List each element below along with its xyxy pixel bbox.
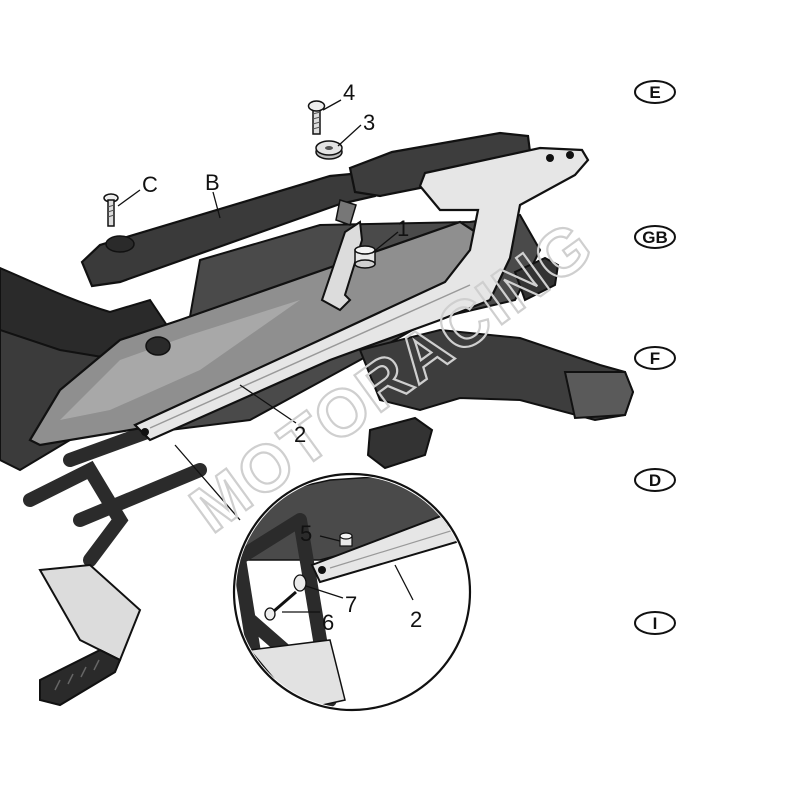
callout-c: C: [142, 172, 158, 197]
callout-1: 1: [397, 216, 409, 241]
support-bracket: [320, 220, 364, 312]
svg-text:D: D: [649, 471, 661, 490]
detail-arm-crease: [329, 524, 468, 569]
language-badge-f: F: [634, 346, 676, 370]
language-badge-e: E: [634, 80, 676, 104]
callout-labels: 4 3 C B 1 2 5 7 6 2: [142, 80, 422, 635]
detail-rack-arm-2: [310, 503, 468, 584]
tail-panel-highlight: [60, 300, 300, 420]
svg-text:I: I: [653, 614, 658, 633]
turn-signal-upper: [513, 256, 560, 302]
svg-text:GB: GB: [642, 228, 668, 247]
detail-arm-hole: [318, 566, 326, 574]
callout-5: 5: [300, 521, 312, 546]
language-badges: E GB F D I: [634, 80, 676, 635]
washer-7: [293, 574, 307, 592]
detail-frame-tubes: [236, 513, 337, 707]
language-badge-d: D: [634, 468, 676, 492]
svg-text:E: E: [649, 83, 660, 102]
callout-6: 6: [322, 610, 334, 635]
rack-arm-front-hole: [141, 428, 149, 436]
turn-signal-lower: [366, 416, 434, 470]
screw-4: [307, 100, 326, 135]
leader-lines: [117, 99, 399, 521]
detail-magnifier: [232, 472, 472, 712]
detail-frame-bracket: [248, 639, 346, 708]
spacer-1: [354, 245, 376, 269]
screw-c: [103, 193, 119, 227]
callout-2-main: 2: [294, 422, 306, 447]
footpeg-grip-lines: [54, 659, 100, 691]
language-badge-i: I: [634, 611, 676, 635]
passenger-peg-bracket: [38, 563, 142, 662]
language-badge-gb: GB: [634, 225, 676, 249]
callout-2-detail: 2: [410, 607, 422, 632]
callout-b: B: [205, 170, 220, 195]
screw-6: [264, 590, 297, 621]
rack-arm-crease: [149, 284, 471, 429]
rack-arm-2: [133, 146, 590, 442]
callout-7: 7: [345, 592, 357, 617]
detail-leader-lines: [282, 535, 414, 613]
panel-bolt-hole: [145, 336, 171, 356]
passenger-footpeg: [39, 648, 122, 707]
callout-4: 4: [343, 80, 355, 105]
svg-text:F: F: [650, 349, 660, 368]
spacer-5: [339, 532, 353, 547]
rack-plate-hole-a: [546, 154, 554, 162]
rack-plate-hole-b: [566, 151, 574, 159]
callout-3: 3: [363, 110, 375, 135]
plate-bracket-end: [563, 371, 635, 420]
grab-bar-front-mount: [105, 235, 135, 253]
grab-bar-connector: [335, 199, 357, 226]
washer-3: [315, 140, 343, 160]
